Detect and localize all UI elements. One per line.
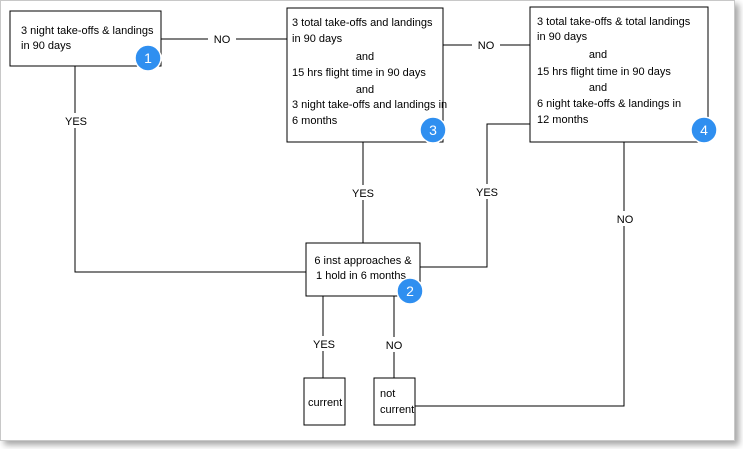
node-3-line-6: 3 night take-offs and landings in [292, 99, 447, 111]
badge-2: 2 [396, 277, 424, 305]
badge-4-number: 4 [700, 122, 708, 138]
node-not-current-line-1: not [380, 388, 395, 400]
label-n2-no: NO [386, 340, 403, 352]
node-4: 3 total take-offs & total landings in 90… [529, 6, 709, 143]
node-1-line-1: 3 night take-offs & landings [21, 25, 154, 37]
edge-labels: NO NO YES YES YES NO YES NO [60, 31, 639, 352]
node-4-line-4: 15 hrs flight time in 90 days [537, 66, 671, 78]
node-3-line-3: and [356, 51, 374, 63]
node-not-current: not current [373, 377, 416, 426]
badge-1-number: 1 [144, 50, 152, 66]
label-n2-yes: YES [313, 339, 335, 351]
node-4-line-2: in 90 days [537, 31, 588, 43]
badge-4: 4 [690, 116, 718, 144]
node-2-line-2: 1 hold in 6 months [316, 270, 406, 282]
node-3-line-7: 6 months [292, 115, 338, 127]
node-3: 3 total take-offs and landings in 90 day… [286, 7, 447, 143]
node-3-line-2: in 90 days [292, 33, 343, 45]
label-n3-n4-no: NO [478, 40, 495, 52]
node-2-line-1: 6 inst approaches & [314, 255, 412, 267]
node-1-line-2: in 90 days [21, 40, 72, 52]
label-n1-yes: YES [65, 116, 87, 128]
node-current-line-1: current [308, 397, 342, 409]
edge-n1-n2 [74, 66, 306, 273]
node-1: 3 night take-offs & landings in 90 days [9, 10, 162, 67]
node-3-line-5: and [356, 84, 374, 96]
badge-2-number: 2 [406, 283, 414, 299]
label-n4-no: NO [617, 214, 634, 226]
badge-3: 3 [419, 116, 447, 144]
node-current: current [303, 377, 346, 426]
node-3-line-4: 15 hrs flight time in 90 days [292, 67, 426, 79]
node-4-line-7: 12 months [537, 114, 589, 126]
label-n1-n3-no: NO [214, 34, 231, 46]
node-4-line-6: 6 night take-offs & landings in [537, 98, 681, 110]
edge-n4-notcurrent [415, 142, 625, 407]
node-4-line-5: and [589, 82, 607, 94]
node-4-line-1: 3 total take-offs & total landings [537, 16, 691, 28]
node-3-line-1: 3 total take-offs and landings [292, 17, 433, 29]
label-n4-yes: YES [476, 187, 498, 199]
badge-3-number: 3 [429, 122, 437, 138]
label-n3-yes: YES [352, 188, 374, 200]
node-4-line-3: and [589, 49, 607, 61]
badge-1: 1 [134, 44, 162, 72]
node-not-current-line-2: current [380, 404, 414, 416]
